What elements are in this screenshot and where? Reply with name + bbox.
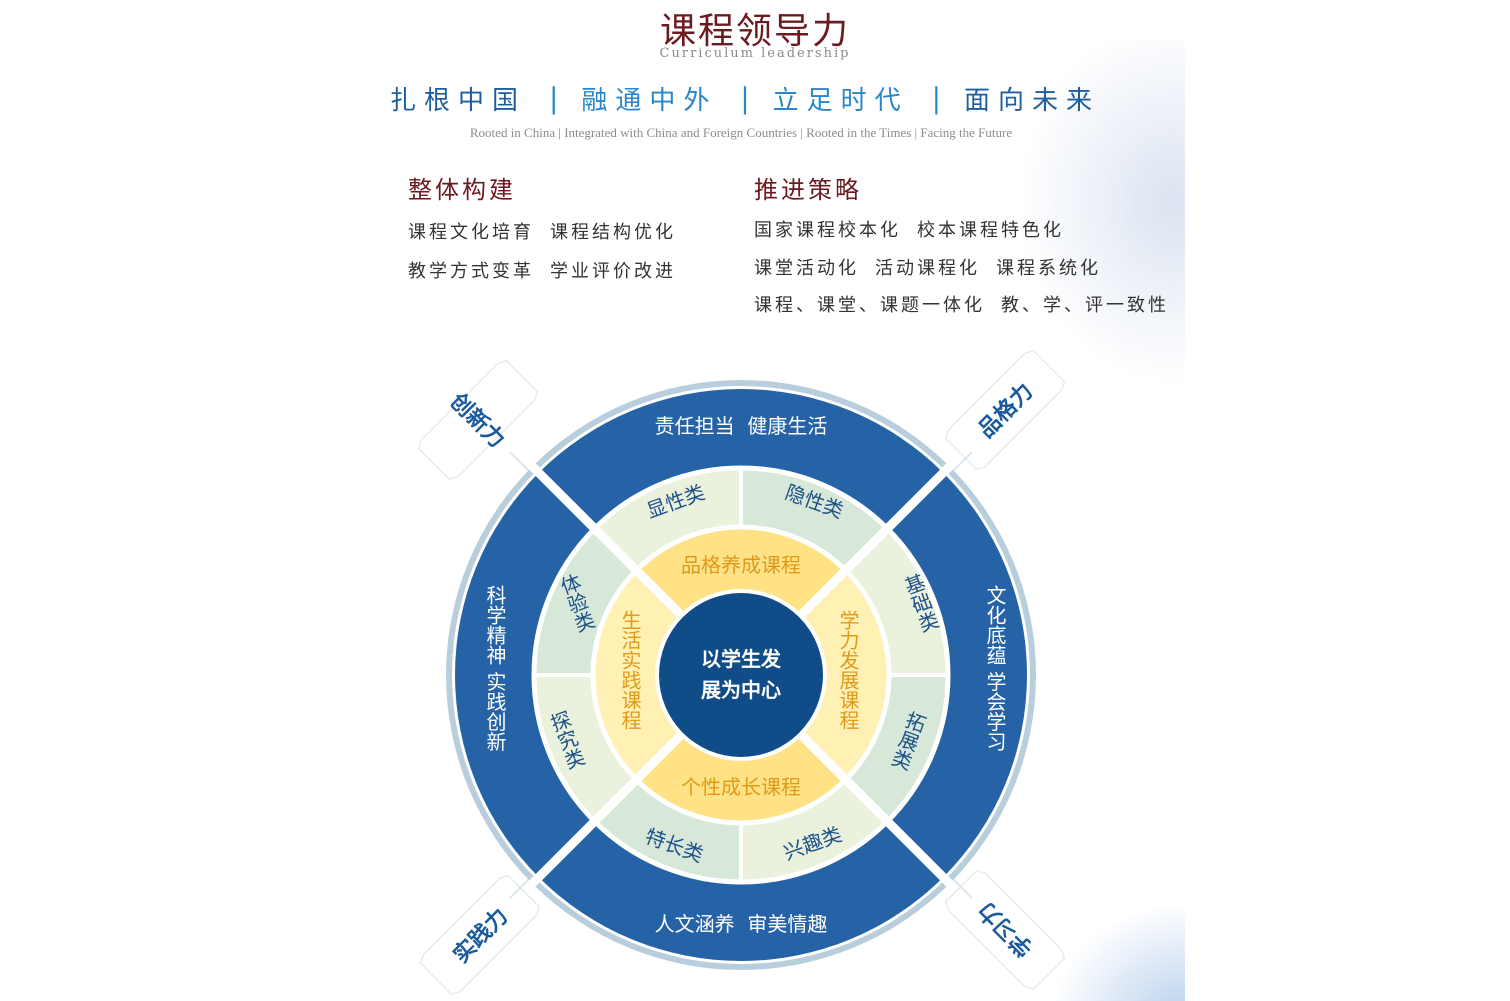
corner-tag-top-right: 品格力 <box>944 349 1066 471</box>
center-text-line1: 以学生发 <box>701 647 782 671</box>
motto-item-1: 扎根中国 <box>390 86 527 116</box>
motto-separator: | <box>740 82 750 115</box>
section-title-overall: 整体构建 <box>408 176 516 204</box>
course-left: 生活实践课程 <box>618 610 642 730</box>
corner-tag-top-left: 创新力 <box>417 359 539 481</box>
motto-item-4: 面向未来 <box>963 86 1100 116</box>
motto-separator: | <box>931 82 942 115</box>
motto-separator: | <box>548 82 559 115</box>
overall-item: 学业评价改进 <box>550 261 676 282</box>
outer-text-bottom: 人文涵养 审美情趣 <box>655 912 828 936</box>
overall-item: 课程文化培育 <box>408 222 534 243</box>
ink-wash-decoration <box>1005 40 1185 400</box>
motto-item-2: 融通中外 <box>581 86 718 116</box>
strategy-item: 校本课程特色化 <box>917 220 1064 241</box>
strategy-item: 课程系统化 <box>996 258 1101 279</box>
course-top: 品格养成课程 <box>681 553 801 577</box>
center-text-line2: 展为中心 <box>701 678 781 702</box>
outer-text-top: 责任担当 健康生活 <box>655 414 828 438</box>
page-subtitle: Curriculum leadership <box>659 46 851 61</box>
strategy-item: 活动课程化 <box>875 258 980 279</box>
motto-english: Rooted in China | Integrated with China … <box>469 125 1013 140</box>
center-circle <box>659 593 823 757</box>
strategy-line-1: 国家课程校本化校本课程特色化 <box>754 216 1064 242</box>
page-title: 课程领导力 <box>659 11 850 52</box>
strategy-item: 国家课程校本化 <box>754 220 901 241</box>
strategy-item: 教、学、评一致性 <box>1001 295 1169 316</box>
overall-item: 教学方式变革 <box>408 261 534 282</box>
outer-text-left: 科学精神 实践创新 <box>483 585 507 752</box>
overall-item: 课程结构优化 <box>550 222 676 243</box>
motto-item-3: 立足时代 <box>772 86 909 116</box>
motto-row: 扎根中国 | 融通中外 | 立足时代 | 面向未来 <box>390 80 1100 117</box>
section-title-strategy: 推进策略 <box>754 176 862 204</box>
overall-line-1: 课程文化培育课程结构优化 <box>408 218 676 244</box>
overall-line-2: 教学方式变革学业评价改进 <box>408 257 676 283</box>
corner-tag-bottom-right: 学习力 <box>944 869 1066 991</box>
strategy-line-2: 课堂活动化活动课程化课程系统化 <box>754 254 1101 280</box>
course-bottom: 个性成长课程 <box>681 775 801 799</box>
strategy-item: 课程、课堂、课题一体化 <box>754 295 985 316</box>
strategy-line-3: 课程、课堂、课题一体化教、学、评一致性 <box>754 291 1169 317</box>
corner-tag-bottom-left: 实践力 <box>419 874 541 996</box>
strategy-item: 课堂活动化 <box>754 258 859 279</box>
course-right: 学力发展课程 <box>836 610 860 730</box>
outer-text-right: 文化底蕴 学会学习 <box>983 585 1007 752</box>
